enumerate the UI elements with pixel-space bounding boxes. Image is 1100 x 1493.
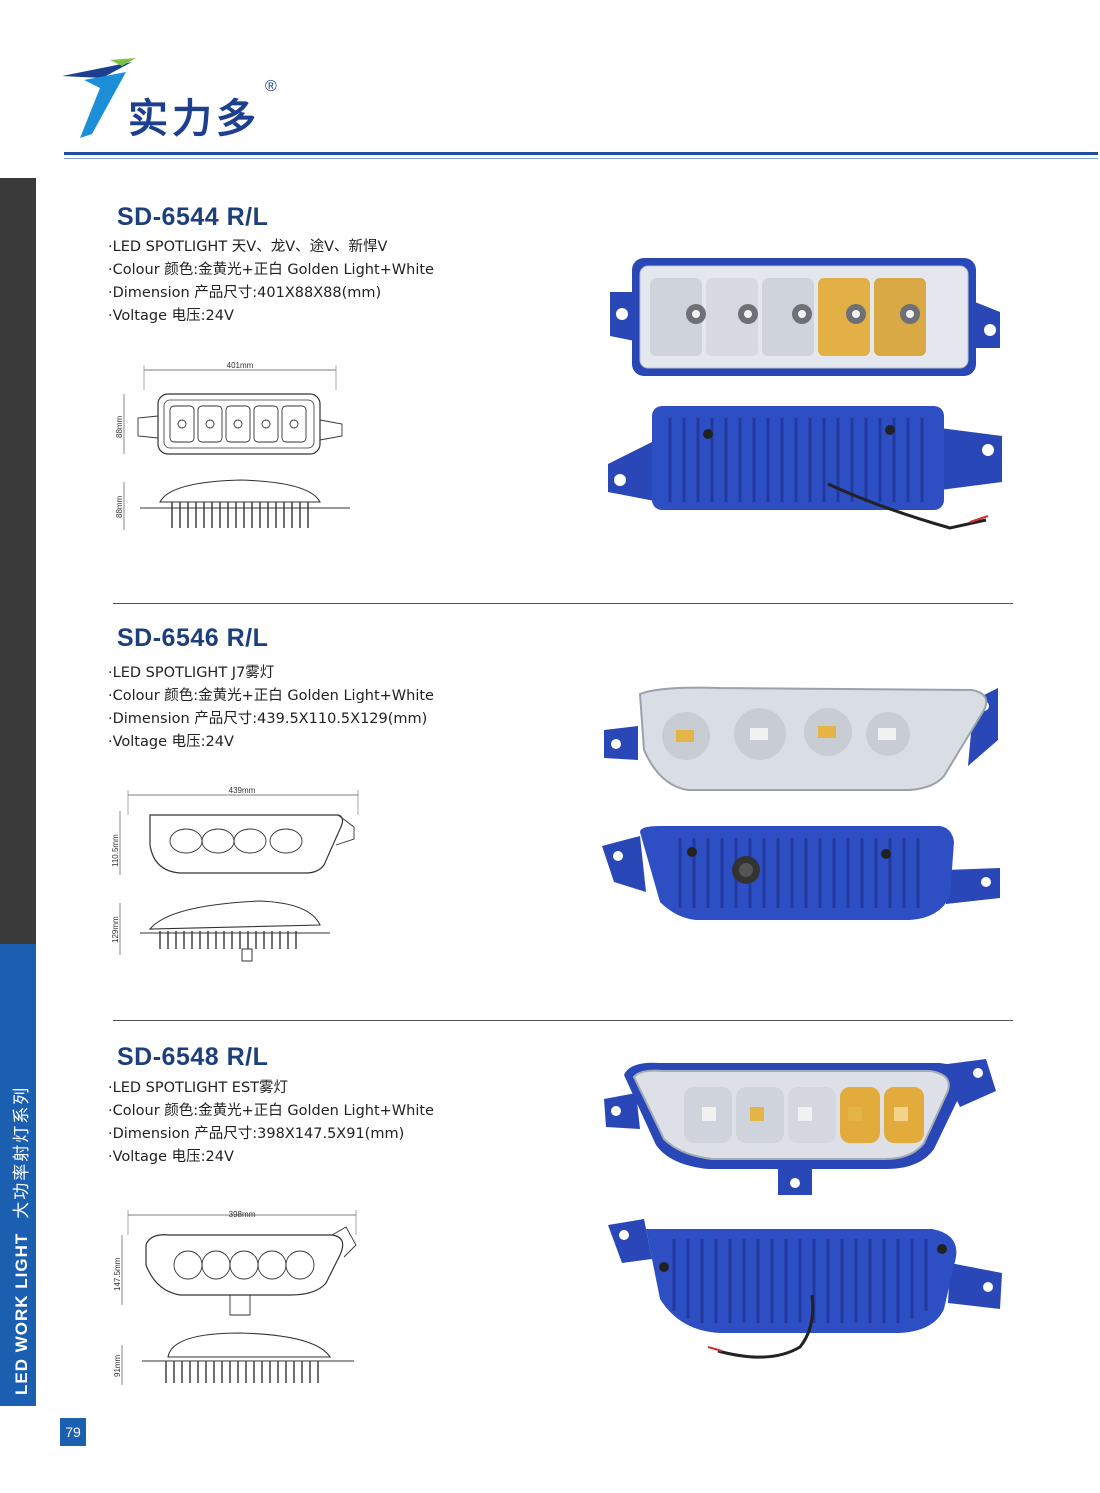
brand-name: 实力多 bbox=[128, 96, 260, 142]
product-specs: ·LED SPOTLIGHT 天V、龙V、途V、新悍V ·Colour 颜色:金… bbox=[108, 236, 434, 328]
product-photo-front bbox=[604, 1059, 996, 1195]
spec-dimension: ·Dimension 产品尺寸:398X147.5X91(mm) bbox=[108, 1126, 405, 1142]
technical-drawing: 398mm 147.5mm 91mm bbox=[113, 1210, 357, 1385]
header-divider bbox=[64, 152, 1098, 155]
product-specs: ·LED SPOTLIGHT EST雾灯 ·Colour 颜色:金黄光+正白 G… bbox=[108, 1077, 434, 1169]
spec-colour: ·Colour 颜色:金黄光+正白 Golden Light+White bbox=[108, 688, 434, 704]
spec-type: ·LED SPOTLIGHT J7雾灯 bbox=[108, 665, 275, 681]
spec-voltage: ·Voltage 电压:24V bbox=[108, 308, 234, 324]
spec-colour: ·Colour 颜色:金黄光+正白 Golden Light+White bbox=[108, 1103, 434, 1119]
product-photo-front bbox=[604, 686, 998, 791]
spec-voltage: ·Voltage 电压:24V bbox=[108, 734, 234, 750]
product-title: SD-6546 R/L bbox=[117, 624, 269, 652]
spec-type: ·LED SPOTLIGHT EST雾灯 bbox=[108, 1080, 289, 1096]
spec-dimension: ·Dimension 产品尺寸:439.5X110.5X129(mm) bbox=[108, 711, 428, 727]
product-title: SD-6548 R/L bbox=[117, 1043, 269, 1071]
page-number: 79 bbox=[60, 1418, 86, 1446]
dim-width: 398mm bbox=[229, 1210, 256, 1219]
technical-drawing: 439mm 110.5mm 129mm bbox=[111, 786, 359, 962]
product-photo-back bbox=[608, 406, 1002, 530]
sidebar-chinese: 大功率射灯系列 bbox=[12, 1085, 32, 1219]
registered-mark: ® bbox=[265, 78, 277, 95]
sidebar-dark-band bbox=[0, 178, 36, 944]
brand-logo-mark bbox=[62, 58, 136, 138]
spec-voltage: ·Voltage 电压:24V bbox=[108, 1149, 234, 1165]
dim-height: 110.5mm bbox=[111, 834, 120, 867]
product-photo-back bbox=[602, 826, 1000, 920]
sidebar-label: LED WORK LIGHT 大功率射灯系列 bbox=[7, 1086, 32, 1395]
spec-colour: ·Colour 颜色:金黄光+正白 Golden Light+White bbox=[108, 262, 434, 278]
section-divider bbox=[113, 603, 1013, 604]
sidebar-blue-band bbox=[0, 944, 36, 1406]
product-specs: ·LED SPOTLIGHT J7雾灯 ·Colour 颜色:金黄光+正白 Go… bbox=[108, 662, 434, 754]
dim-depth: 129mm bbox=[111, 916, 120, 943]
spec-dimension: ·Dimension 产品尺寸:401X88X88(mm) bbox=[108, 285, 382, 301]
dim-depth: 91mm bbox=[113, 1354, 122, 1377]
section-divider bbox=[113, 1020, 1013, 1021]
product-photo-back bbox=[608, 1219, 1002, 1359]
dim-width: 439mm bbox=[229, 786, 256, 795]
sidebar-english: LED WORK LIGHT bbox=[12, 1232, 31, 1395]
dim-height: 147.5mm bbox=[113, 1257, 122, 1291]
dim-height: 88mm bbox=[115, 415, 124, 438]
dim-depth: 88mm bbox=[115, 495, 124, 518]
header-divider-thin bbox=[64, 158, 1098, 159]
product-photo-front bbox=[610, 258, 1000, 376]
dim-width: 401mm bbox=[227, 361, 254, 370]
technical-drawing: 401mm 88mm 88mm bbox=[115, 361, 350, 530]
spec-type: ·LED SPOTLIGHT 天V、龙V、途V、新悍V bbox=[108, 239, 388, 255]
product-title: SD-6544 R/L bbox=[117, 203, 269, 231]
